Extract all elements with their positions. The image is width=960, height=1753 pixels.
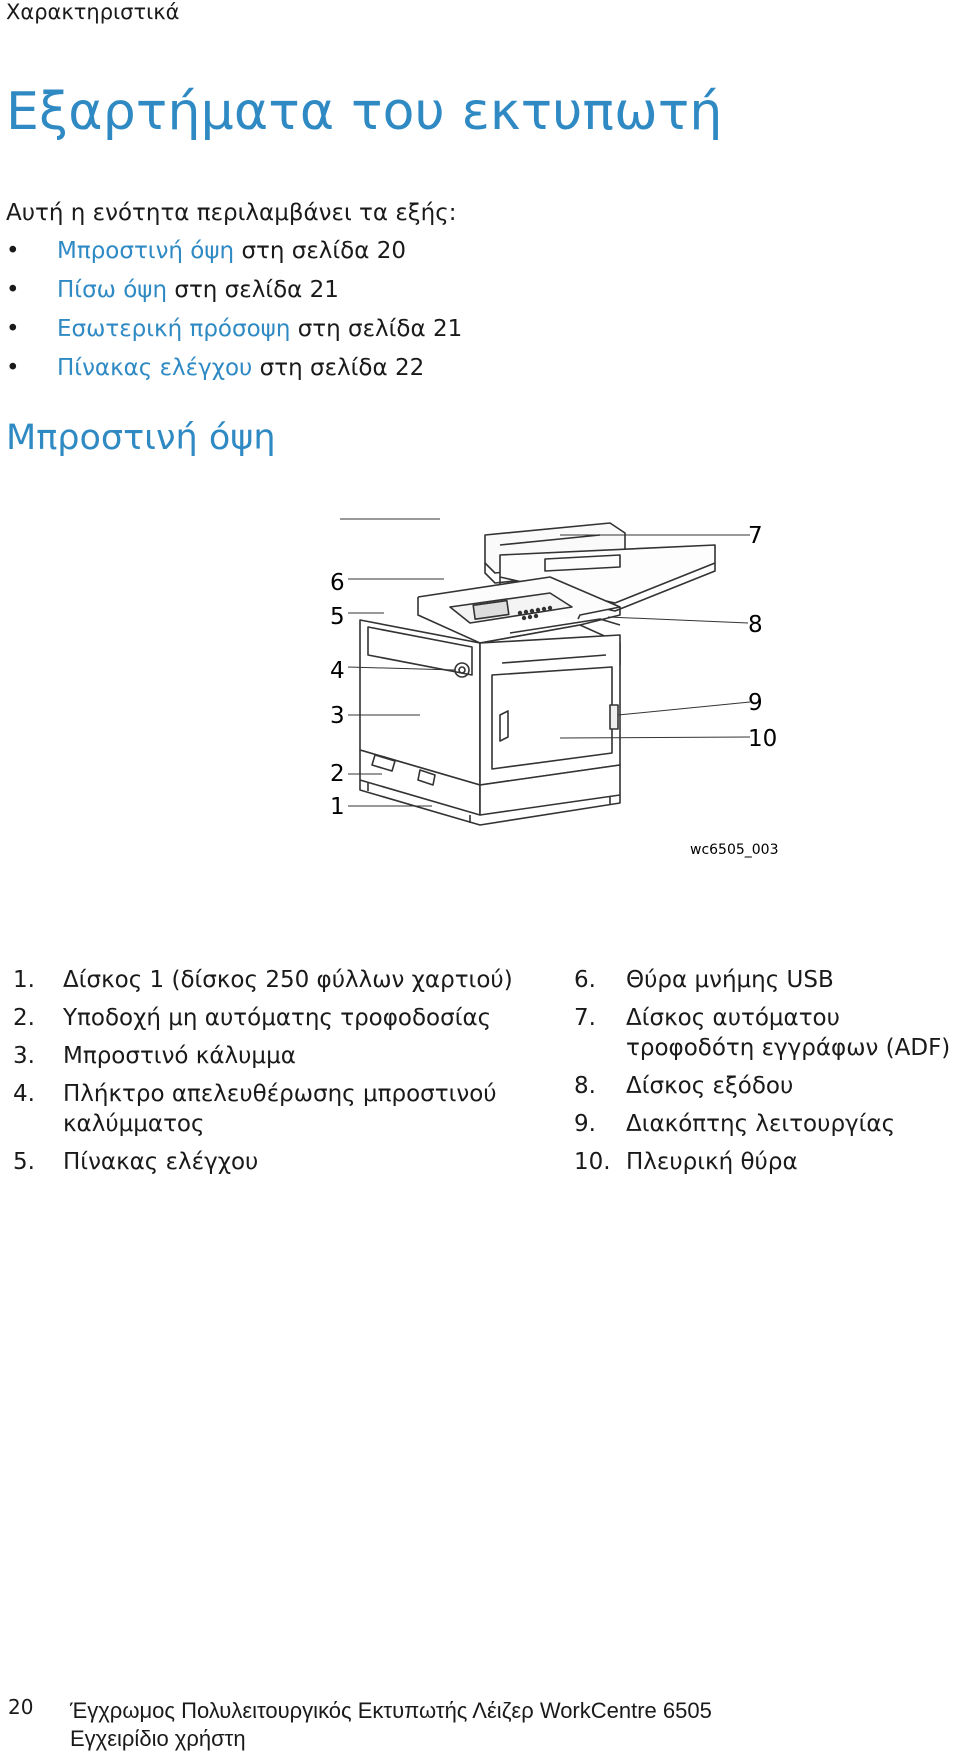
item-number: 8. (574, 1073, 596, 1099)
callout-leaders (340, 518, 440, 520)
figure-id: wc6505_003 (690, 842, 779, 858)
contents-link-control-panel[interactable]: Πίνακας ελέγχου (57, 355, 253, 381)
footer-product-name: Έγχρωμος Πολυλειτουργικός Εκτυπωτής Λέιζ… (70, 1698, 712, 1723)
printer-front-view-figure: 6 5 4 3 2 1 7 8 9 10 wc6505_003 (330, 518, 779, 858)
bullet-icon: • (6, 316, 20, 342)
item-text: Δίσκος 1 (δίσκος 250 φύλλων χαρτιού) (63, 967, 513, 993)
item-number: 5. (13, 1149, 35, 1175)
callout-6: 6 (330, 570, 345, 596)
callout-5: 5 (330, 604, 345, 630)
item-text: Πλευρική θύρα (626, 1149, 798, 1175)
list-item: 9. Διακόπτης λειτουργίας (574, 1109, 960, 1139)
item-text: Πλήκτρο απελευθέρωσης μπροστινού καλύμμα… (63, 1081, 497, 1137)
callout-3: 3 (330, 703, 345, 729)
footer: Έγχρωμος Πολυλειτουργικός Εκτυπωτής Λέιζ… (70, 1697, 712, 1753)
intro-text: Αυτή η ενότητα περιλαμβάνει τα εξής: (6, 200, 457, 226)
contents-item: • Εσωτερική πρόσοψη στη σελίδα 21 (6, 314, 462, 353)
contents-link-front-view[interactable]: Μπροστινή όψη (57, 238, 235, 264)
bullet-icon: • (6, 277, 20, 303)
item-number: 1. (13, 967, 35, 993)
item-text: Δίσκος εξόδου (626, 1073, 794, 1099)
item-text: Υποδοχή μη αυτόματης τροφοδοσίας (63, 1005, 492, 1031)
list-item: 1. Δίσκος 1 (δίσκος 250 φύλλων χαρτιού) (13, 965, 523, 995)
contents-item: • Πίσω όψη στη σελίδα 21 (6, 275, 462, 314)
list-item: 5. Πίνακας ελέγχου (13, 1147, 523, 1177)
item-number: 10. (574, 1149, 611, 1175)
parts-list-left: 1. Δίσκος 1 (δίσκος 250 φύλλων χαρτιού) 2… (13, 965, 523, 1185)
callout-8: 8 (748, 612, 763, 638)
callout-2: 2 (330, 761, 345, 787)
page-title: Εξαρτήματα του εκτυπωτή (6, 82, 723, 142)
footer-guide-name: Εγχειρίδιο χρήστη (70, 1726, 246, 1751)
callout-9: 9 (748, 690, 763, 716)
callout-10: 10 (748, 726, 777, 752)
list-item: 7. Δίσκος αυτόματου τροφοδότη εγγράφων (A… (574, 1003, 960, 1063)
item-text: Δίσκος αυτόματου τροφοδότη εγγράφων (ADF… (626, 1005, 951, 1061)
list-item: 2. Υποδοχή μη αυτόματης τροφοδοσίας (13, 1003, 523, 1033)
item-text: Πίνακας ελέγχου (63, 1149, 259, 1175)
list-item: 4. Πλήκτρο απελευθέρωσης μπροστινού καλύμ… (13, 1079, 523, 1139)
item-text: Θύρα μνήμης USB (626, 967, 834, 993)
contents-list: • Μπροστινή όψη στη σελίδα 20 • Πίσω όψη… (6, 236, 462, 392)
list-item: 8. Δίσκος εξόδου (574, 1071, 960, 1101)
list-item: 10. Πλευρική θύρα (574, 1147, 960, 1177)
callout-1: 1 (330, 794, 345, 820)
contents-page-ref: στη σελίδα 20 (234, 238, 406, 264)
running-header: Χαρακτηριστικά (6, 0, 180, 24)
contents-item: • Μπροστινή όψη στη σελίδα 20 (6, 236, 462, 275)
list-item: 6. Θύρα μνήμης USB (574, 965, 960, 995)
parts-list-right: 6. Θύρα μνήμης USB 7. Δίσκος αυτόματου τρο… (574, 965, 960, 1185)
item-text: Διακόπτης λειτουργίας (626, 1111, 896, 1137)
section-title: Μπροστινή όψη (6, 418, 276, 458)
list-item: 3. Μπροστινό κάλυμμα (13, 1041, 523, 1071)
contents-link-rear-view[interactable]: Πίσω όψη (57, 277, 168, 303)
contents-item: • Πίνακας ελέγχου στη σελίδα 22 (6, 353, 462, 392)
item-number: 3. (13, 1043, 35, 1069)
item-text: Μπροστινό κάλυμμα (63, 1043, 296, 1069)
item-number: 9. (574, 1111, 596, 1137)
printer-illustration (359, 522, 716, 826)
contents-link-internal-view[interactable]: Εσωτερική πρόσοψη (57, 316, 291, 342)
contents-page-ref: στη σελίδα 21 (290, 316, 463, 342)
callout-7: 7 (748, 523, 763, 549)
contents-page-ref: στη σελίδα 22 (252, 355, 425, 381)
bullet-icon: • (6, 355, 20, 381)
bullet-icon: • (6, 238, 20, 264)
contents-page-ref: στη σελίδα 21 (167, 277, 339, 303)
callout-4: 4 (330, 658, 345, 684)
item-number: 2. (13, 1005, 35, 1031)
callout-numbers: 6 5 4 3 2 1 7 8 9 10 wc6505_003 (330, 523, 779, 858)
item-number: 6. (574, 967, 596, 993)
page-number: 20 (8, 1695, 34, 1719)
item-number: 4. (13, 1081, 35, 1107)
item-number: 7. (574, 1005, 596, 1031)
